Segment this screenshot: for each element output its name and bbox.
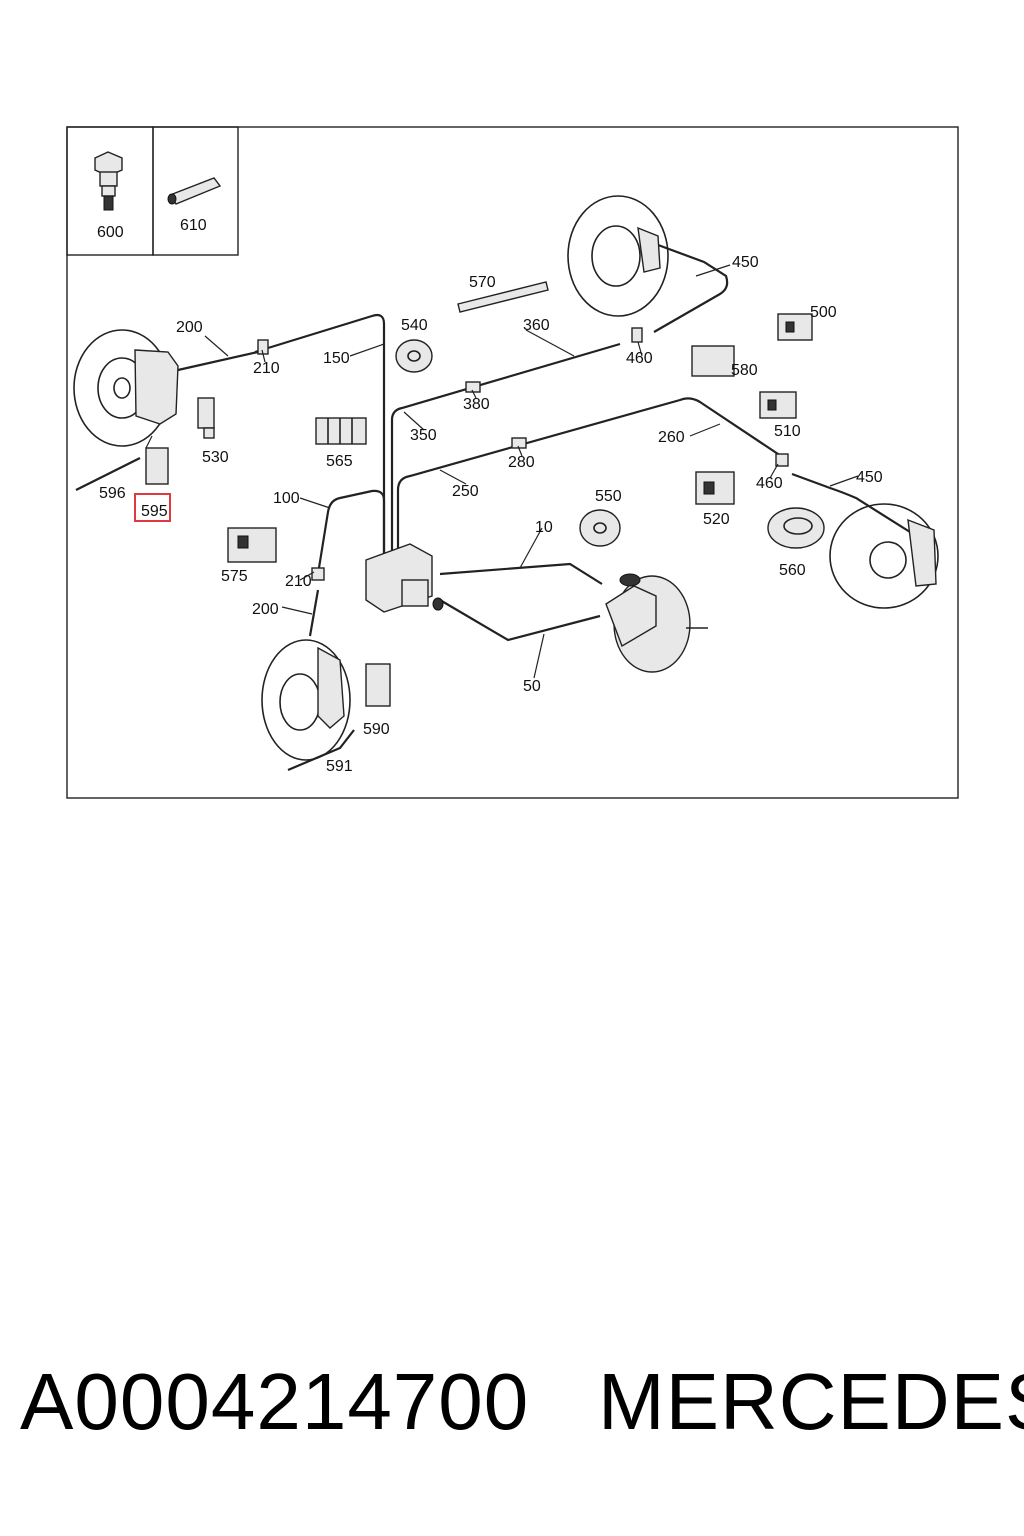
callout-595: 595 <box>141 503 168 520</box>
callout-210: 210 <box>253 360 280 377</box>
callout-565: 565 <box>326 453 353 470</box>
callout-510: 510 <box>774 423 801 440</box>
brake-disc-front-left <box>261 639 351 761</box>
holder-580-icon <box>691 345 735 377</box>
brake-lines <box>177 240 911 642</box>
clip-460-icon <box>631 327 643 343</box>
callout-460b: 460 <box>756 475 783 492</box>
sensor-595-icon <box>145 435 169 485</box>
diagram-frame <box>66 126 959 799</box>
inset-frame-610 <box>152 126 239 256</box>
clip-460b-icon <box>775 453 789 467</box>
holder-575-icon <box>227 527 277 563</box>
callout-260: 260 <box>658 429 685 446</box>
pipe-clip-570-icon <box>457 281 549 313</box>
grommet-550-icon <box>579 509 621 547</box>
callout-280: 280 <box>508 454 535 471</box>
sensor-590-icon <box>365 663 391 707</box>
holder-500-icon <box>777 313 813 341</box>
callout-550: 550 <box>595 488 622 505</box>
brake-disc-front-right <box>829 503 939 609</box>
callout-10: 10 <box>535 519 553 536</box>
callout-200b: 200 <box>252 601 279 618</box>
callout-460: 460 <box>626 350 653 367</box>
grommet-560-icon <box>767 507 825 549</box>
callout-590: 590 <box>363 721 390 738</box>
callout-150: 150 <box>323 350 350 367</box>
brake-disc-rear-right <box>567 195 669 317</box>
callout-50: 50 <box>523 678 541 695</box>
callout-500: 500 <box>810 304 837 321</box>
clip-565-icon <box>315 417 367 445</box>
callout-610: 610 <box>180 217 207 234</box>
callout-450: 450 <box>732 254 759 271</box>
abs-unit-icon <box>365 543 444 613</box>
connector-280-icon <box>511 437 527 449</box>
callout-570: 570 <box>469 274 496 291</box>
callout-360: 360 <box>523 317 550 334</box>
brake-disc-rear-left <box>73 329 179 447</box>
callout-575: 575 <box>221 568 248 585</box>
brand-name: MERCEDES <box>598 1357 1024 1446</box>
callout-380: 380 <box>463 396 490 413</box>
callout-600: 600 <box>97 224 124 241</box>
callout-560: 560 <box>779 562 806 579</box>
parts-diagram: 600 610 450 570 540 360 500 200 210 150 … <box>66 126 959 799</box>
holder-510-icon <box>759 391 797 419</box>
callout-520: 520 <box>703 511 730 528</box>
clip-210b-icon <box>311 567 325 581</box>
connector-380-icon <box>465 381 481 393</box>
highlight-box <box>134 493 171 522</box>
cable-591-icon <box>287 729 355 772</box>
callout-250: 250 <box>452 483 479 500</box>
callout-450b: 450 <box>856 469 883 486</box>
leader-lines <box>204 264 859 679</box>
part-number: A0004214700 <box>20 1357 530 1446</box>
grommet-540-icon <box>395 339 433 373</box>
callout-100: 100 <box>273 490 300 507</box>
brake-booster-icon <box>605 573 708 673</box>
holder-520-icon <box>695 471 735 505</box>
tube-icon <box>167 177 222 205</box>
callout-591: 591 <box>326 758 353 775</box>
connector-530-icon <box>197 397 215 439</box>
cable-596-icon <box>75 457 141 491</box>
callout-596: 596 <box>99 485 126 502</box>
callout-530: 530 <box>202 449 229 466</box>
callout-210b: 210 <box>285 573 312 590</box>
callout-580: 580 <box>731 362 758 379</box>
callout-540: 540 <box>401 317 428 334</box>
callout-200: 200 <box>176 319 203 336</box>
callout-350: 350 <box>410 427 437 444</box>
bleed-nut-icon <box>94 151 123 211</box>
